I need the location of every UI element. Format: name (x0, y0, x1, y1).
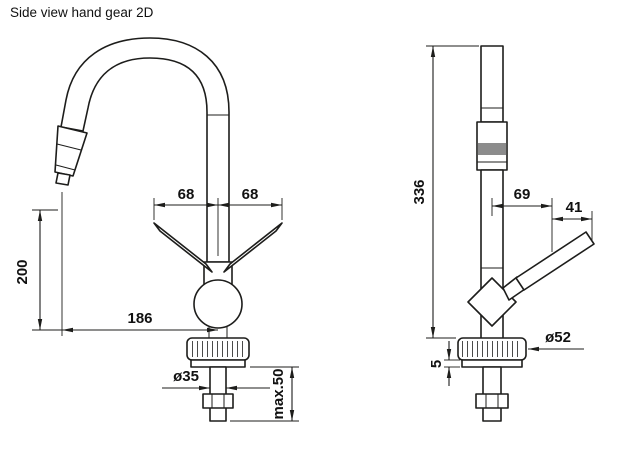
lever-left-position (153, 222, 213, 273)
deck-plate (461, 359, 523, 368)
shank-nut (202, 393, 234, 409)
lever (515, 231, 595, 291)
shank-nut (475, 393, 509, 409)
dim-label-68-left: 68 (178, 186, 195, 203)
spray-head-lower-line (55, 164, 76, 171)
dim-label-69: 69 (514, 186, 531, 203)
dim-label-68-right: 68 (242, 186, 259, 203)
right-view-dimensions: 336 69 41 ø52 5 (411, 45, 593, 386)
dim-lever-swing: 68 68 (153, 186, 283, 256)
dim-total-height: 336 (411, 45, 479, 339)
dim-outlet-height: 200 (14, 209, 58, 330)
dim-label-41: 41 (566, 199, 583, 216)
dim-shank-diameter: ø35 (162, 368, 270, 391)
base-nut-knurling (462, 341, 522, 357)
left-view-dimensions: 68 68 200 186 ø35 max.50 (14, 186, 299, 422)
dim-spout-reach: 186 (32, 192, 218, 336)
spout-outline (60, 37, 230, 263)
dim-label-186: 186 (127, 310, 152, 327)
lever-right-position (223, 222, 283, 273)
ball-joint (193, 279, 243, 329)
right-faucet-view (457, 45, 595, 422)
spray-head-band-line (56, 143, 82, 151)
spray-head-grip-band (477, 143, 507, 155)
spout-tube-upper (480, 45, 504, 123)
spray-nozzle (55, 172, 71, 186)
dim-base-diameter: ø52 (528, 329, 584, 352)
dim-label-200: 200 (14, 259, 31, 284)
dim-label-5: 5 (428, 360, 445, 368)
deck-plate (190, 359, 246, 368)
dim-plate-thickness: 5 (428, 341, 460, 386)
left-faucet-view (54, 37, 283, 422)
drawing-title: Side view hand gear 2D (10, 5, 154, 20)
dim-lever-offset: 69 (491, 186, 553, 252)
dim-label-d52: ø52 (545, 329, 571, 346)
spray-head (54, 125, 88, 177)
dim-label-max50: max.50 (270, 369, 287, 420)
base-nut-knurling (191, 341, 245, 357)
dim-label-336: 336 (411, 179, 428, 204)
dim-max-mounting-thickness: max.50 (230, 366, 299, 422)
dim-lever-overhang: 41 (552, 199, 593, 240)
dim-label-d35: ø35 (173, 368, 199, 385)
